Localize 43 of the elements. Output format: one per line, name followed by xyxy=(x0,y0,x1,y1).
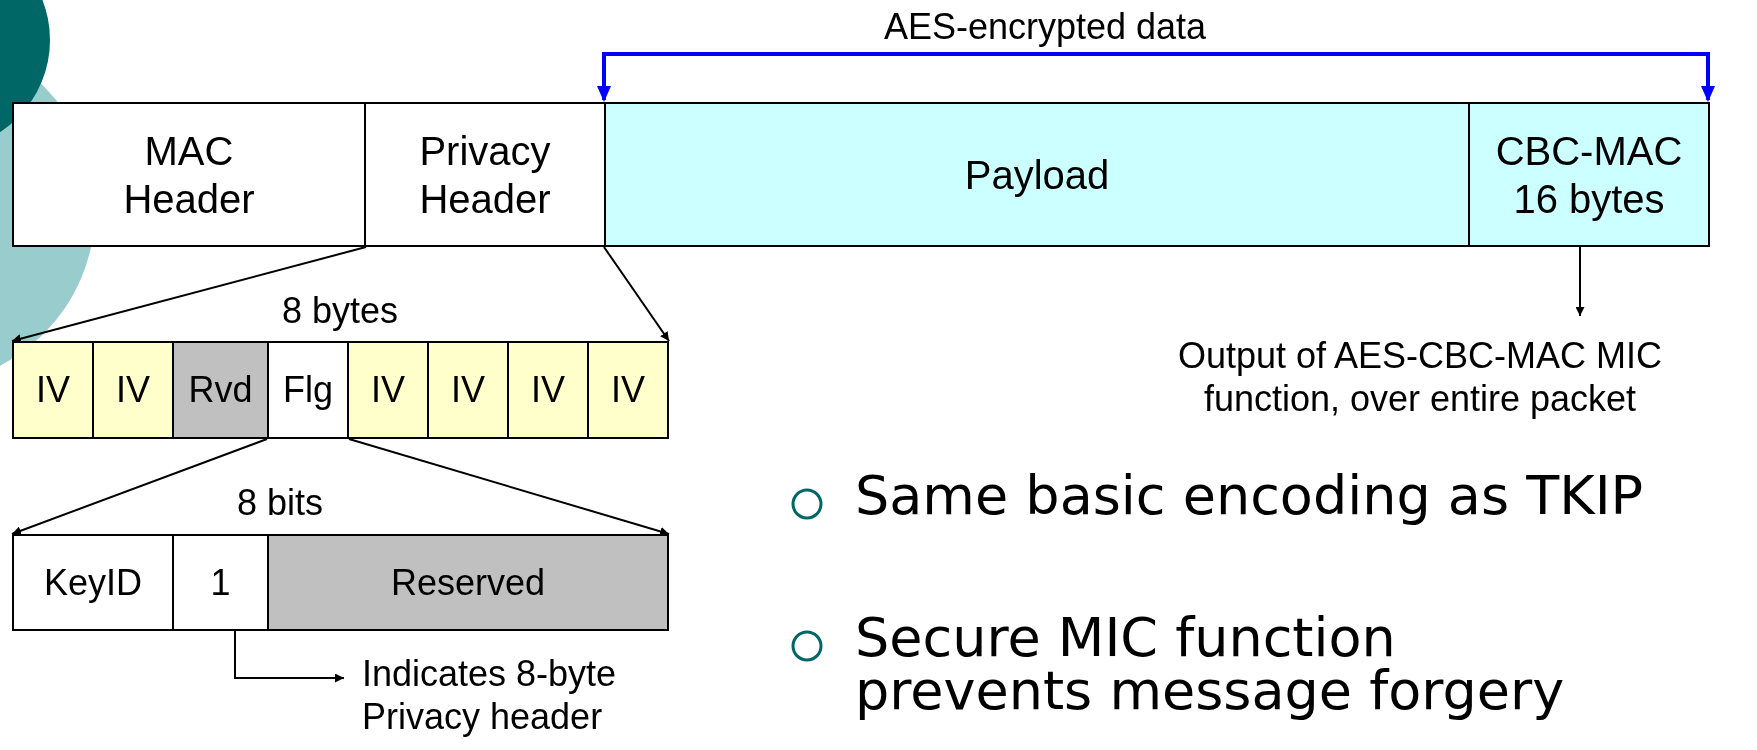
field-cell xyxy=(364,102,606,247)
field-label: KeyID xyxy=(43,560,142,605)
field-label: IV xyxy=(371,368,405,412)
size-label: 8 bits xyxy=(235,484,324,523)
size-label: 8 bytes xyxy=(280,292,400,331)
field-cell xyxy=(587,341,669,439)
field-label: Reserved xyxy=(390,560,546,605)
field-cell xyxy=(12,534,174,631)
field-label: Payload xyxy=(964,151,1110,199)
field-label: IV xyxy=(531,368,565,412)
field-label: MAC Header xyxy=(122,127,256,223)
annotation-text: Indicates 8-byte Privacy header xyxy=(362,645,722,745)
field-label: CBC-MAC 16 bytes xyxy=(1494,127,1684,223)
field-cell xyxy=(1468,102,1710,247)
arrow xyxy=(603,246,670,342)
arrow xyxy=(234,630,345,683)
field-cell xyxy=(12,102,366,247)
bullet-text: Same basic encoding as TKIP xyxy=(855,470,1645,523)
field-cell xyxy=(92,341,174,439)
field-label: IV xyxy=(116,368,150,412)
field-label: IV xyxy=(451,368,485,412)
field-cell xyxy=(12,341,94,439)
annotation-text: Output of AES-CBC-MAC MIC function, over entire packet xyxy=(1085,322,1755,432)
field-cell xyxy=(267,534,669,631)
field-label: Flg xyxy=(283,368,333,412)
field-label: IV xyxy=(611,368,645,412)
field-label: 1 xyxy=(210,560,231,605)
field-label: Rvd xyxy=(188,368,253,412)
field-cell xyxy=(172,341,269,439)
field-cell xyxy=(604,102,1470,247)
field-cell xyxy=(267,341,349,439)
field-label: IV xyxy=(36,368,70,412)
field-cell xyxy=(172,534,269,631)
arrow xyxy=(348,438,670,536)
arrow xyxy=(11,246,367,344)
field-cell xyxy=(427,341,509,439)
bullet-text: Secure MIC function prevents message forgery xyxy=(855,612,1566,718)
field-cell xyxy=(347,341,429,439)
bracket-label: AES-encrypted data xyxy=(882,8,1208,47)
arrow xyxy=(1575,246,1585,317)
field-cell xyxy=(507,341,589,439)
field-label: Privacy Header xyxy=(418,127,552,223)
arrow xyxy=(11,438,268,536)
